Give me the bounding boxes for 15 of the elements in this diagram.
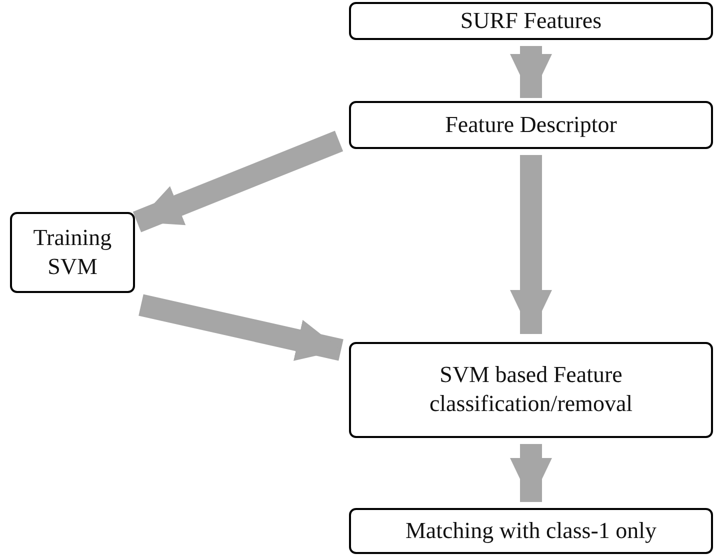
- block-arrow: [132, 130, 344, 232]
- box-label: Feature Descriptor: [444, 110, 618, 139]
- process-box: [349, 101, 713, 149]
- process-box: [349, 342, 713, 438]
- box-label: SURF Features: [459, 6, 603, 35]
- block-arrow: [510, 444, 552, 502]
- block-arrow: [510, 46, 552, 98]
- block-arrow: [138, 294, 344, 361]
- box-label: Matching with class-1 only: [404, 516, 658, 545]
- box-label: SVM based Feature classification/removal: [428, 361, 634, 418]
- process-box: [349, 508, 713, 554]
- block-arrow: [510, 155, 552, 334]
- process-box: [10, 212, 135, 293]
- box-label: Training SVM: [32, 224, 113, 280]
- process-box: [349, 2, 713, 40]
